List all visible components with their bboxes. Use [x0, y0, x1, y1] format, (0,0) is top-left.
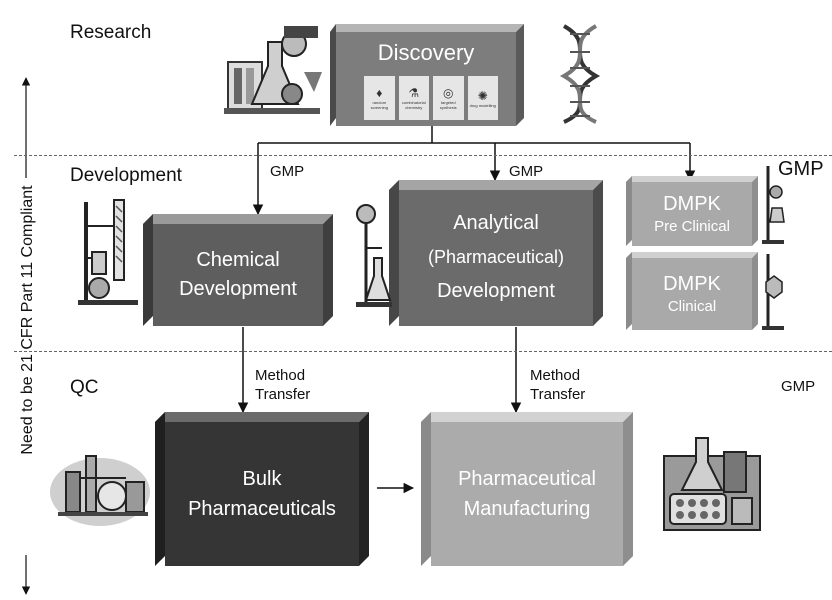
tile-random-screening: ♦random screening — [364, 76, 395, 120]
method-transfer-label-right: Method Transfer — [530, 367, 586, 403]
dmpk-preclinical-title: DMPK — [663, 193, 721, 215]
flask-stand-icon — [356, 204, 392, 307]
research-development-divider — [14, 155, 832, 156]
discovery-title: Discovery — [377, 40, 475, 65]
dmpk-clinical-subtitle: Clinical — [667, 298, 717, 315]
distillation-apparatus-icon — [78, 199, 138, 305]
gmp-label-dmpk: GMP — [778, 158, 824, 180]
chemical-development-box: Chemical Development — [143, 214, 333, 326]
compliance-note: Need to be 21 CFR Part 11 Compliant — [19, 185, 36, 455]
lab-stand-icon — [762, 166, 785, 244]
gmp-label-qc: GMP — [781, 378, 816, 395]
lab-collage-icon — [224, 26, 322, 114]
gmp-label-analytical: GMP — [509, 163, 544, 180]
chemical-development-line1: Chemical — [196, 249, 280, 271]
section-development: Development — [70, 165, 182, 186]
analytical-development-line2: (Pharmaceutical) — [427, 247, 565, 267]
analytical-development-box: Analytical (Pharmaceutical) Development — [389, 180, 603, 326]
chemical-development-line2: Development — [179, 278, 297, 300]
bulk-pharmaceuticals-line1: Bulk — [242, 468, 282, 490]
discovery-box: Discovery ♦random screening ⚗combinatori… — [330, 24, 524, 126]
tile-targeted-synthesis: ◎targeted synthesis — [433, 76, 464, 120]
analytical-development-line1: Analytical — [453, 212, 539, 234]
target-icon: ◎ — [443, 86, 454, 100]
pharmaceutical-manufacturing-box: Pharmaceutical Manufacturing — [421, 412, 633, 566]
pipette-icon: ♦ — [376, 86, 383, 100]
pills-flask-icon — [663, 437, 761, 531]
gmp-label-chemical: GMP — [270, 163, 305, 180]
analytical-development-line3: Development — [437, 280, 555, 302]
bulk-pharmaceuticals-line2: Pharmaceuticals — [188, 498, 336, 520]
dmpk-preclinical-box: DMPK Pre Clinical — [626, 176, 758, 246]
method-transfer-label-left: Method Transfer — [255, 367, 311, 403]
section-qc: QC — [70, 377, 99, 398]
dmpk-clinical-box: DMPK Clinical — [626, 252, 758, 330]
pharmaceutical-manufacturing-line2: Manufacturing — [463, 498, 591, 520]
dmpk-clinical-title: DMPK — [663, 273, 721, 295]
section-research: Research — [70, 22, 152, 43]
bulk-pharmaceuticals-box: Bulk Pharmaceuticals — [155, 412, 369, 566]
development-qc-divider — [14, 351, 832, 352]
tile-drug-modelling: ✺drug modelling — [467, 76, 498, 120]
discovery-tiles: ♦random screening ⚗combinatorial chemist… — [364, 76, 498, 120]
tile-combinatorial-chemistry: ⚗combinatorial chemistry — [398, 76, 429, 120]
flask-icon: ⚗ — [408, 86, 420, 100]
dmpk-preclinical-subtitle: Pre Clinical — [654, 218, 730, 235]
dna-helix-icon — [559, 24, 601, 124]
chemical-plant-icon — [50, 455, 150, 526]
lab-stand-icon — [762, 254, 784, 330]
atom-icon: ✺ — [477, 88, 488, 103]
pharmaceutical-manufacturing-line1: Pharmaceutical — [458, 468, 596, 490]
